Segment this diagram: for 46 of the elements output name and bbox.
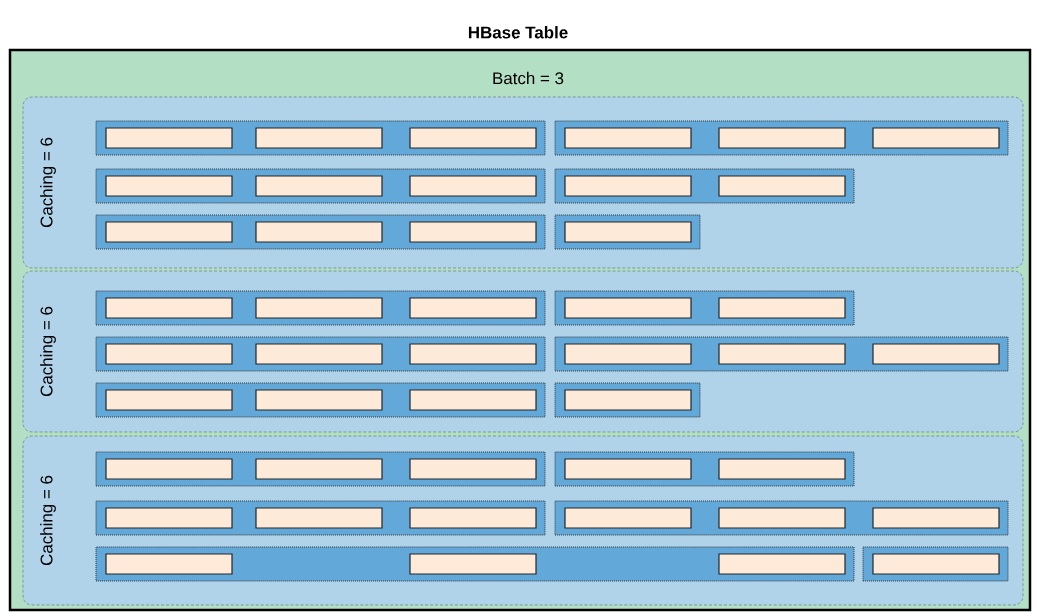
cell-bar bbox=[105, 458, 233, 480]
cell-bar bbox=[409, 458, 537, 480]
cell-bar bbox=[872, 127, 1000, 149]
cell-bar bbox=[409, 507, 537, 529]
cell-bar bbox=[718, 458, 846, 480]
cell-bar bbox=[255, 297, 383, 319]
cell-bar bbox=[105, 297, 233, 319]
cell-bar bbox=[718, 553, 846, 575]
cell-bar bbox=[564, 297, 692, 319]
cell-bar bbox=[255, 221, 383, 243]
cell-bar bbox=[409, 389, 537, 411]
cell-bar bbox=[105, 507, 233, 529]
cell-bar bbox=[872, 553, 1000, 575]
cell-bar bbox=[564, 389, 692, 411]
cell-bar bbox=[718, 297, 846, 319]
cell-bar bbox=[105, 175, 233, 197]
cell-bar bbox=[409, 127, 537, 149]
cell-bar bbox=[255, 343, 383, 365]
cell-bar bbox=[872, 507, 1000, 529]
cell-bar bbox=[409, 221, 537, 243]
cell-bar bbox=[564, 507, 692, 529]
cell-bar bbox=[255, 458, 383, 480]
cell-bar bbox=[105, 221, 233, 243]
cell-bar bbox=[255, 175, 383, 197]
cell-bar bbox=[564, 175, 692, 197]
cell-bar bbox=[718, 507, 846, 529]
cell-bar bbox=[564, 343, 692, 365]
node-label: HBase Table bbox=[468, 26, 568, 39]
cell-bar bbox=[409, 343, 537, 365]
cell-bar bbox=[872, 343, 1000, 365]
cell-bar bbox=[718, 175, 846, 197]
cell-bar bbox=[409, 553, 537, 575]
cell-bar bbox=[105, 343, 233, 365]
cell-bar bbox=[255, 507, 383, 529]
cell-bar bbox=[564, 127, 692, 149]
cell-bar bbox=[105, 127, 233, 149]
cell-bar bbox=[255, 127, 383, 149]
cell-bar bbox=[105, 389, 233, 411]
cell-bar bbox=[409, 297, 537, 319]
cell-bar bbox=[105, 553, 233, 575]
cell-bar bbox=[718, 343, 846, 365]
cell-bar bbox=[255, 389, 383, 411]
cell-bar bbox=[718, 127, 846, 149]
cell-bar bbox=[564, 458, 692, 480]
cell-bar bbox=[564, 221, 692, 243]
cell-bar bbox=[409, 175, 537, 197]
